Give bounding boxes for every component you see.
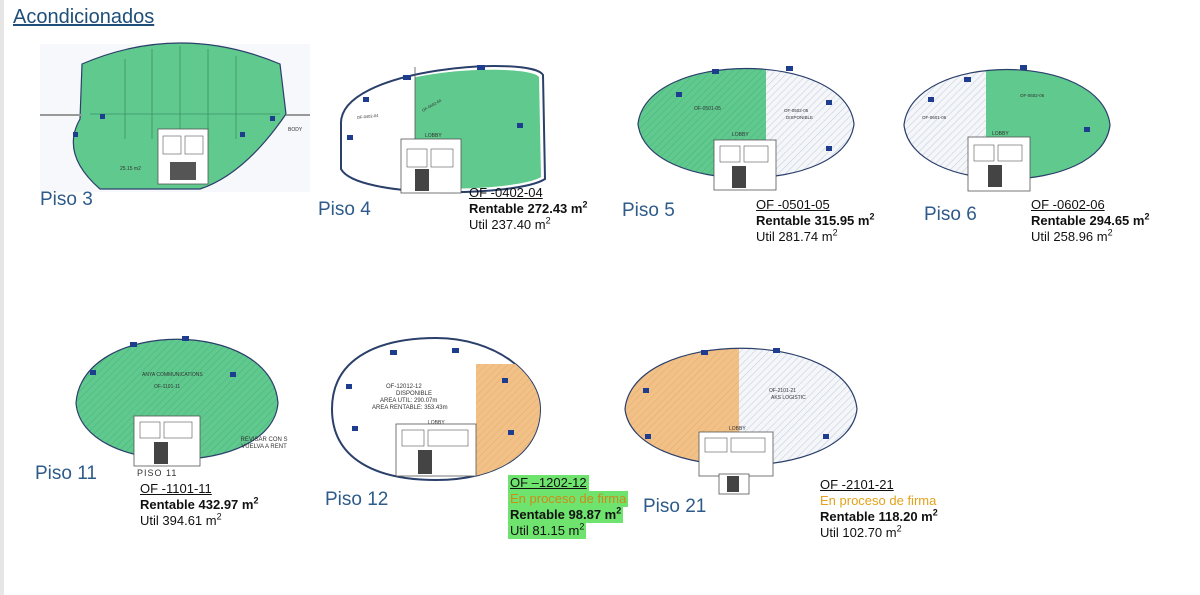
- piso-12-plan-lobby: LOBBY: [428, 420, 445, 426]
- piso-5-rentable: Rentable 315.95 m: [756, 213, 870, 228]
- piso-5-plan-lobby: LOBBY: [732, 132, 749, 138]
- floor-label-piso-11: Piso 11: [35, 463, 97, 484]
- page-title: Acondicionados: [13, 6, 155, 28]
- piso-12-plan-area-rent: AREA RENTABLE: 353.43m: [372, 405, 448, 411]
- piso-21-plan-lobby: LOBBY: [729, 426, 746, 432]
- floor-label-piso-5: Piso 5: [622, 200, 675, 221]
- info-piso-5: OF -0501-05 Rentable 315.95 m2 Util 281.…: [756, 197, 875, 244]
- piso-21-code: OF -2101-21: [820, 477, 894, 492]
- piso-21-plan-label: OF-2101-21: [769, 388, 796, 394]
- info-piso-21: OF -2101-21 En proceso de firma Rentable…: [820, 477, 938, 540]
- piso-12-util-wrap: Util 81.15 m2: [508, 521, 587, 539]
- floor-plan-piso-5: LOBBY OF-0501-05 OF-0502-05 DISPONIBLE: [636, 54, 856, 194]
- piso-6-util: Util 258.96 m: [1031, 229, 1108, 244]
- piso-12-util: Util 81.15 m: [510, 523, 580, 538]
- piso-4-rentable: Rentable 272.43 m: [469, 201, 583, 216]
- piso-6-code: OF -0602-06: [1031, 197, 1105, 212]
- piso-12-status: En proceso de firma: [508, 491, 629, 507]
- page-left-edge: [0, 0, 4, 595]
- piso-21-util: Util 102.70 m: [820, 525, 897, 540]
- floor-plan-piso-3: 25.15 m2 BODY: [40, 42, 310, 194]
- floor-label-piso-21: Piso 21: [643, 496, 707, 517]
- piso-4-util: Util 237.40 m: [469, 217, 546, 232]
- floor-label-piso-3: Piso 3: [40, 189, 93, 210]
- piso-21-rentable: Rentable 118.20 m: [820, 509, 933, 524]
- piso-11-note: REVISAR CON S VUELVA A RENT: [240, 437, 288, 450]
- piso-11-plan-tenant: ANYA COMMUNICATIONS: [142, 372, 203, 378]
- piso-11-plan-label: OF-1101-11: [154, 384, 180, 390]
- floor-plan-piso-6: LOBBY OF-0601-06 OF-0602-06: [902, 55, 1112, 195]
- floor-label-piso-6: Piso 6: [924, 204, 977, 225]
- piso-5-util: Util 281.74 m: [756, 229, 833, 244]
- piso-21-plan-tenant: AKS LOGISTIC: [771, 395, 806, 401]
- piso-11-code: OF -1101-11: [140, 481, 212, 496]
- piso-12-rentable: Rentable 98.87 m: [510, 507, 617, 522]
- piso-4-plan-lobby: LOBBY: [425, 133, 442, 139]
- piso-12-plan-label: OF-12012-12: [386, 384, 422, 390]
- info-piso-11: OF -1101-11 Rentable 432.97 m2 Util 394.…: [140, 481, 259, 528]
- piso-4-plan-label: OF-0402-04: [357, 113, 380, 120]
- piso-12-rentable-wrap: Rentable 98.87 m2: [508, 505, 624, 523]
- piso-5-plan-label: OF-0501-05: [694, 106, 721, 112]
- piso-5-code: OF -0501-05: [756, 197, 830, 212]
- piso-11-plan-piso: PISO 11: [137, 468, 178, 478]
- piso-11-util: Util 394.61 m: [140, 513, 217, 528]
- piso-6-plan-label: OF-0601-06: [922, 115, 947, 120]
- piso-5-plan-label-2: OF-0502-05: [784, 108, 809, 113]
- floor-plan-piso-21: LOBBY OF-2101-21 AKS LOGISTIC: [623, 334, 859, 496]
- piso-12-plan-status: DISPONIBLE: [396, 391, 432, 397]
- floor-plan-piso-12: LOBBY OF-12012-12 DISPONIBLE AREA UTIL: …: [326, 334, 546, 484]
- floor-plan-piso-11: ANYA COMMUNICATIONS OF-1101-11: [72, 328, 282, 478]
- info-piso-6: OF -0602-06 Rentable 294.65 m2 Util 258.…: [1031, 197, 1150, 244]
- piso-12-plan-area-util: AREA UTIL: 290.07m: [380, 398, 437, 404]
- piso-21-status: En proceso de firma: [820, 493, 937, 508]
- piso-6-plan-lobby: LOBBY: [992, 131, 1009, 137]
- floor-plan-piso-4: LOBBY OF-0402-04 OF-0402-04: [327, 57, 549, 194]
- floor-label-piso-4: Piso 4: [318, 199, 371, 220]
- piso-11-rentable: Rentable 432.97 m: [140, 497, 254, 512]
- piso-6-rentable: Rentable 294.65 m: [1031, 213, 1145, 228]
- info-piso-4: OF -0402-04 Rentable 272.43 m2 Util 237.…: [469, 185, 588, 232]
- piso-3-tower-tag: BODY: [288, 127, 303, 133]
- piso-12-code: OF –1202-12: [508, 475, 589, 491]
- info-piso-12: OF –1202-12 En proceso de firma Rentable…: [508, 475, 629, 539]
- piso-6-plan-label-2: OF-0602-06: [1020, 93, 1045, 98]
- piso-4-code: OF -0402-04: [469, 185, 543, 200]
- floor-label-piso-12: Piso 12: [325, 489, 389, 510]
- piso-3-dimension: 25.15 m2: [120, 166, 141, 172]
- piso-5-plan-status-2: DISPONIBLE: [786, 115, 813, 120]
